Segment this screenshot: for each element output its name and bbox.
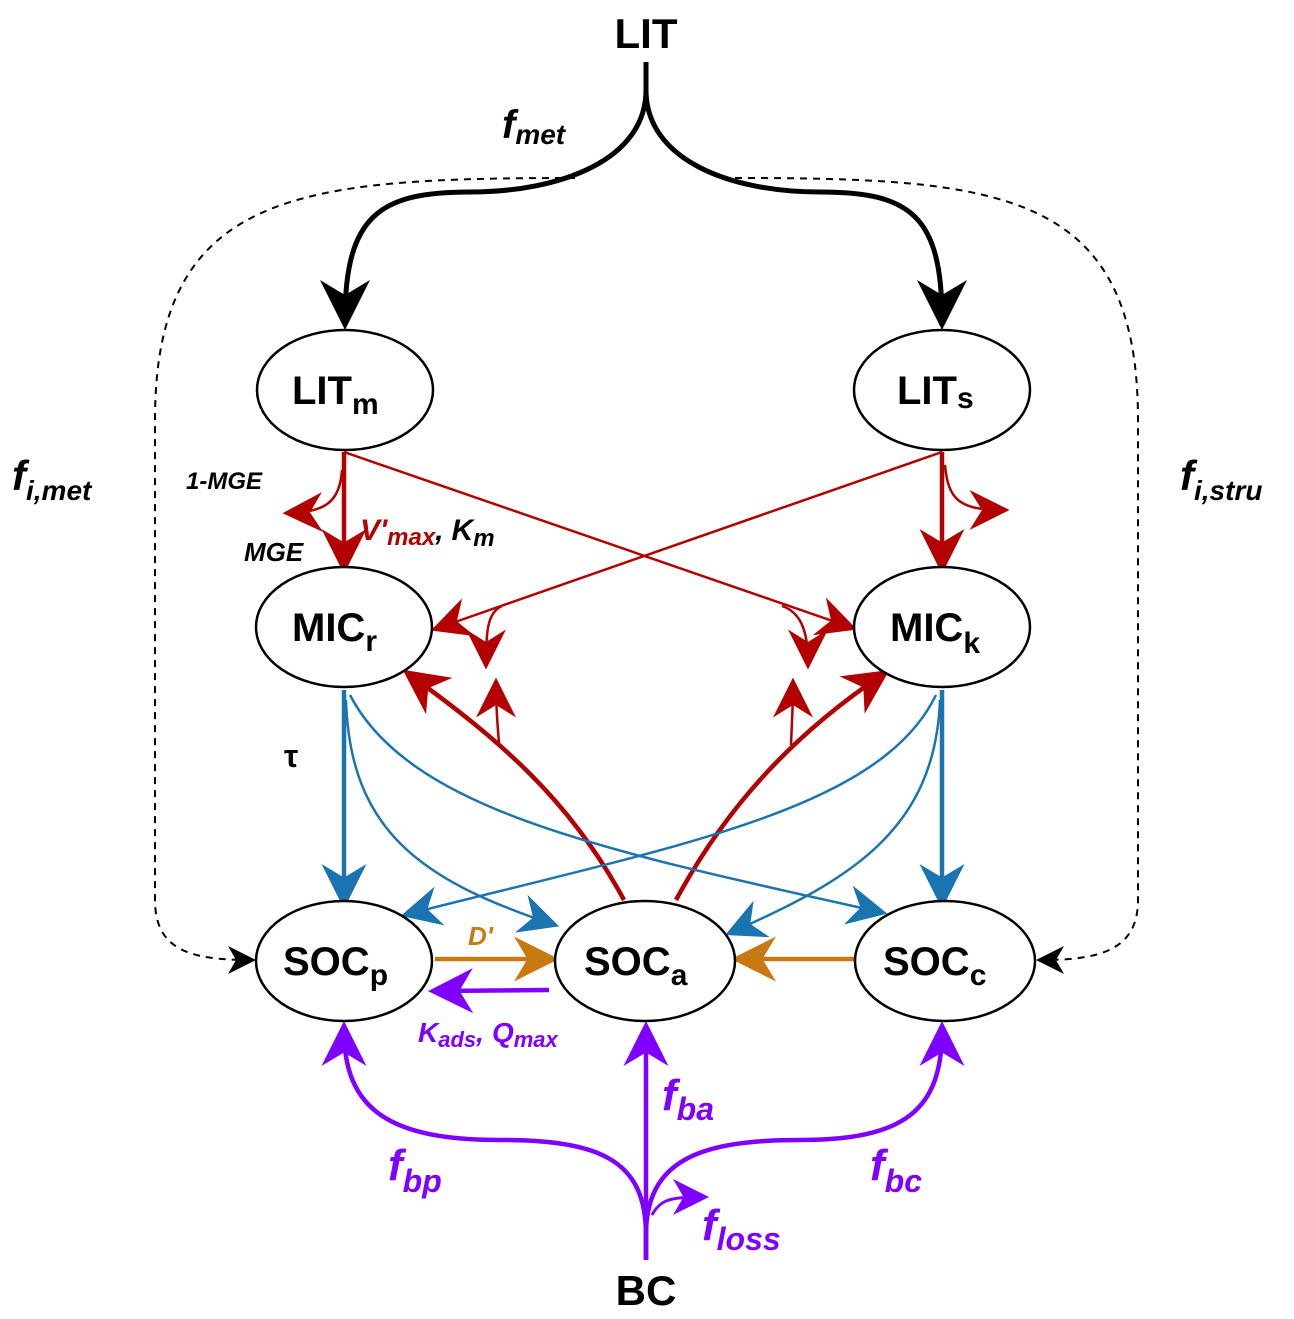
node-soc-c[interactable]: SOCc xyxy=(853,899,1037,1023)
edge-bc-to-soc-p xyxy=(321,1021,649,1260)
label-f-loss: floss xyxy=(702,1201,781,1257)
edge-lit-s-loss xyxy=(943,464,1010,530)
edge-mic-r-to-soc-a xyxy=(344,699,560,933)
node-lit[interactable]: LIT xyxy=(615,10,678,57)
edge-lit-s-to-mic-r-loss xyxy=(466,604,507,670)
label-vmax-km: V'max,Km xyxy=(360,514,495,552)
svg-text:SOCc: SOCc xyxy=(883,940,986,992)
node-bc[interactable]: BC xyxy=(616,1267,677,1314)
node-mic-r[interactable]: MICr xyxy=(254,565,434,689)
label-f-i-stru: fi,stru xyxy=(1180,452,1262,506)
edge-soc-a-to-mic-r xyxy=(402,669,626,902)
edge-lit-m-to-mic-k-loss xyxy=(781,604,828,670)
label-f-ba: fba xyxy=(662,1071,714,1127)
edge-lit-to-lit-m xyxy=(320,62,649,330)
edge-bc-loss xyxy=(650,1179,709,1216)
edge-soc-a-to-soc-p xyxy=(428,968,550,1014)
node-lit-m[interactable]: LITm xyxy=(255,328,435,452)
node-mic-k[interactable]: MICk xyxy=(852,565,1032,689)
label-d-prime: D' xyxy=(468,921,494,951)
label-f-bp: fbp xyxy=(388,1141,442,1199)
edge-lit-m-to-mic-k xyxy=(343,450,858,636)
node-soc-a[interactable]: SOCa xyxy=(553,899,737,1023)
edge-soc-a-to-mic-k xyxy=(674,669,890,902)
label-f-bc: fbc xyxy=(870,1141,922,1199)
edge-mic-k-to-soc-a xyxy=(725,699,942,938)
edge-lit-to-soc-c-dashed xyxy=(734,177,1139,974)
node-soc-p[interactable]: SOCp xyxy=(254,899,434,1023)
edge-bc-to-soc-c xyxy=(643,1021,965,1260)
svg-text:LITs: LITs xyxy=(897,369,974,415)
edge-mic-r-to-soc-c xyxy=(348,694,888,925)
edge-soc-a-to-mic-k-loss xyxy=(772,677,813,746)
label-f-i-met: fi,met xyxy=(12,452,93,506)
edge-soc-a-to-mic-r-loss xyxy=(476,677,517,744)
edge-lit-to-lit-s xyxy=(643,62,967,330)
svg-text:MICk: MICk xyxy=(890,606,980,660)
svg-text:SOCp: SOCp xyxy=(283,940,388,992)
label-f-met: fmet xyxy=(502,103,567,150)
label-tau: τ xyxy=(284,738,298,774)
edge-lit-s-to-mic-r xyxy=(430,450,943,637)
label-kads-qmax: Kads,Qmax xyxy=(418,1017,559,1052)
svg-text:LITm: LITm xyxy=(292,369,379,421)
svg-text:MICr: MICr xyxy=(292,606,377,658)
label-1-mge: 1-MGE xyxy=(186,468,263,495)
svg-text:SOCa: SOCa xyxy=(584,940,688,992)
edge-lit-m-loss xyxy=(282,469,344,533)
edge-mic-k-to-soc-p xyxy=(400,694,938,926)
edge-lit-to-soc-p-dashed xyxy=(154,177,576,974)
node-lit-s[interactable]: LITs xyxy=(852,328,1032,452)
label-mge: MGE xyxy=(244,537,304,567)
